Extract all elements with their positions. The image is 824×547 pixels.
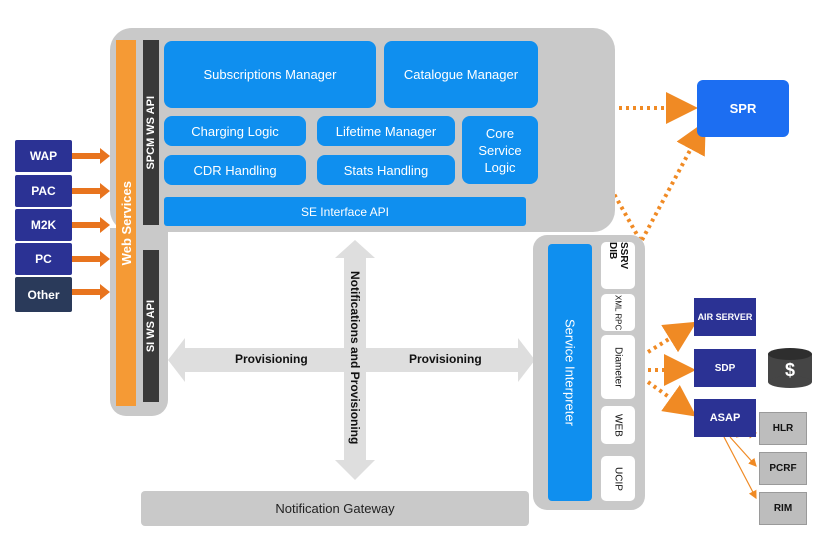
- air-server: AIR SERVER: [694, 298, 756, 336]
- notifications-arrow: [335, 240, 375, 480]
- charging-logic: Charging Logic: [164, 116, 306, 146]
- si-api-label: SI WS API: [145, 299, 157, 353]
- spcm-api-label: SPCM WS API: [145, 95, 157, 170]
- sdp-server: SDP: [694, 349, 756, 387]
- rim-node: RIM: [759, 492, 807, 525]
- notification-gateway: Notification Gateway: [141, 491, 529, 526]
- protocol-ssrv-dib-label: SSRV DIB: [607, 242, 629, 270]
- provisioning-right-label: Provisioning: [409, 352, 482, 366]
- asap-to-rim-line: [723, 436, 757, 500]
- spr-node: SPR: [697, 80, 789, 137]
- client-other: Other: [15, 277, 72, 312]
- cdr-handling: CDR Handling: [164, 155, 306, 185]
- provisioning-left-label: Provisioning: [235, 352, 308, 366]
- core-service-logic-label: Core Service Logic: [478, 125, 522, 175]
- protocol-ucip-label: UCIP: [612, 466, 624, 491]
- cash-database-icon: [768, 348, 812, 388]
- notification-gateway-label: Notification Gateway: [275, 501, 395, 516]
- protocol-ucip: UCIP: [601, 456, 635, 501]
- catalogue-manager: Catalogue Manager: [384, 41, 538, 108]
- protocol-xml-rpc: XML RPC: [601, 294, 635, 331]
- protocol-ssrv-dib: SSRV DIB: [601, 242, 635, 289]
- asap-to-pcrf-line: [729, 436, 757, 467]
- spcm-api-bar: SPCM WS API: [143, 40, 159, 225]
- lifetime-manager: Lifetime Manager: [317, 116, 455, 146]
- notifications-provisioning-label-box: Notifications and Provisioning: [342, 255, 368, 460]
- stats-handling: Stats Handling: [317, 155, 455, 185]
- client-pac: PAC: [15, 175, 72, 207]
- client-wap: WAP: [15, 140, 72, 172]
- service-interpreter-label: Service Interpreter: [562, 319, 578, 426]
- core-service-logic: Core Service Logic: [462, 116, 538, 184]
- protocol-web: WEB: [601, 406, 635, 444]
- si-api-bar: SI WS API: [143, 250, 159, 402]
- protocol-xml-rpc-label: XML RPC: [613, 294, 623, 331]
- spr-label: SPR: [729, 101, 757, 116]
- protocol-web-label: WEB: [612, 413, 624, 437]
- protocol-diameter-label: Diameter: [612, 346, 624, 388]
- client-pc: PC: [15, 243, 72, 275]
- se-interface-api: SE Interface API: [164, 197, 526, 226]
- clients-group: WAP PAC M2K PC Other: [15, 140, 73, 315]
- diameter-to-air-arrow: [646, 321, 697, 354]
- notifications-provisioning-label: Notifications and Provisioning: [348, 270, 362, 445]
- client-arrows: [72, 148, 110, 300]
- web-services-bar: Web Services: [116, 40, 136, 406]
- hlr-node: HLR: [759, 412, 807, 445]
- asap-server: ASAP: [694, 399, 756, 437]
- diameter-to-asap-arrow: [646, 380, 697, 417]
- subscriptions-manager: Subscriptions Manager: [164, 41, 376, 108]
- cash-symbol: $: [784, 359, 795, 380]
- client-m2k: M2K: [15, 209, 72, 241]
- web-services-label: Web Services: [118, 180, 134, 266]
- protocol-diameter: Diameter: [601, 335, 635, 399]
- pcrf-node: PCRF: [759, 452, 807, 485]
- service-interpreter: Service Interpreter: [548, 244, 592, 501]
- si-to-spr-arrow: [640, 120, 706, 241]
